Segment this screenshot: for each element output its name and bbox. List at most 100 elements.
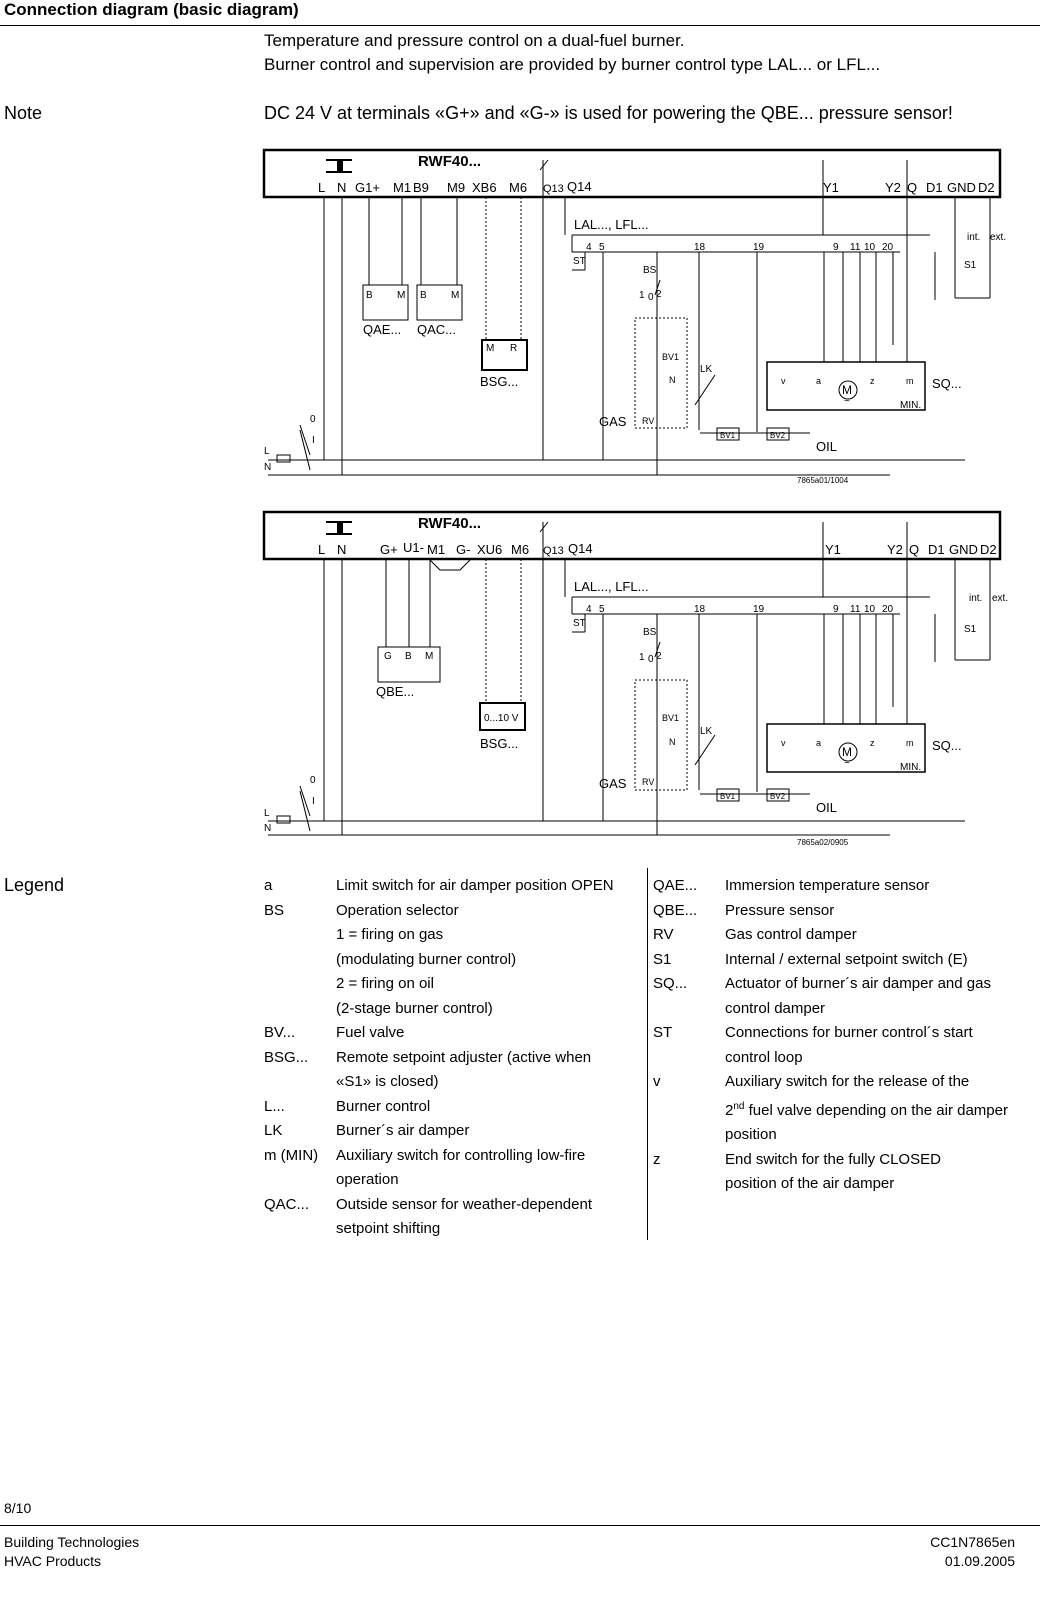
svg-text:L: L <box>264 808 270 819</box>
svg-text:N: N <box>669 737 676 747</box>
legend-description: setpoint shifting <box>336 1220 441 1237</box>
note-text: DC 24 V at terminals «G+» and «G-» is us… <box>264 103 953 123</box>
svg-text:4: 4 <box>586 242 592 253</box>
svg-text:N: N <box>264 823 271 834</box>
svg-text:0: 0 <box>310 414 316 425</box>
svg-text:19: 19 <box>753 242 765 253</box>
legend-entry: position <box>653 1123 1033 1148</box>
legend-entry: 2 = firing on oil <box>264 972 639 997</box>
svg-text:GAS: GAS <box>599 776 627 791</box>
legend-key: m (MIN) <box>264 1146 319 1164</box>
legend-entry: BS Operation selector <box>264 899 639 924</box>
svg-text:N: N <box>337 180 346 195</box>
svg-text:10: 10 <box>864 604 876 615</box>
svg-text:18: 18 <box>694 604 706 615</box>
svg-text:G: G <box>384 651 392 662</box>
svg-text:10: 10 <box>864 242 876 253</box>
legend-description: Fuel valve <box>336 1024 405 1041</box>
header-rule <box>0 25 1040 26</box>
svg-text:L: L <box>318 542 325 557</box>
svg-text:9: 9 <box>833 242 839 253</box>
legend-key <box>264 997 336 1022</box>
svg-text:5: 5 <box>599 242 605 253</box>
legend-key: QAE... <box>653 877 698 894</box>
legend-description: Auxiliary switch for controlling low-fir… <box>336 1146 586 1164</box>
legend-entry: control loop <box>653 1046 1033 1071</box>
svg-text:BV2: BV2 <box>770 792 786 801</box>
legend-description: Remote setpoint adjuster (active when <box>336 1048 592 1066</box>
svg-text:2: 2 <box>656 289 662 300</box>
legend-description: 2nd fuel valve depending on the air damp… <box>725 1100 1008 1119</box>
legend-key <box>264 972 336 997</box>
legend-entry: setpoint shifting <box>264 1217 639 1242</box>
svg-text:Q13: Q13 <box>543 545 564 557</box>
svg-text:RV: RV <box>642 777 654 787</box>
svg-text:N: N <box>669 375 676 385</box>
svg-text:XB6: XB6 <box>472 180 497 195</box>
svg-text:I: I <box>312 435 315 446</box>
svg-text:GND: GND <box>947 180 976 195</box>
svg-text:19: 19 <box>753 604 765 615</box>
svg-text:M9: M9 <box>447 180 465 195</box>
legend-entry: (modulating burner control) <box>264 948 639 973</box>
svg-text:I: I <box>312 796 315 807</box>
svg-text:GND: GND <box>949 542 978 557</box>
svg-text:M1: M1 <box>393 180 411 195</box>
svg-text:BV1: BV1 <box>662 713 679 723</box>
svg-text:BSG...: BSG... <box>480 374 518 389</box>
svg-text:7865a01/1004: 7865a01/1004 <box>797 476 849 485</box>
legend-description: Auxiliary switch for the release of the <box>725 1073 970 1090</box>
legend-entry: 2nd fuel valve depending on the air damp… <box>653 1095 1033 1124</box>
svg-text:ST: ST <box>573 256 586 267</box>
svg-text:m: m <box>906 738 914 748</box>
legend-key <box>264 1217 336 1242</box>
svg-text:XU6: XU6 <box>477 542 502 557</box>
svg-text:z: z <box>870 376 875 386</box>
legend-entry: 1 = firing on gas <box>264 923 639 948</box>
legend-key: QAC... <box>264 1195 310 1213</box>
svg-text:G1+: G1+ <box>355 180 380 195</box>
svg-text:D1: D1 <box>926 180 943 195</box>
legend-description: «S1» is closed) <box>336 1073 439 1090</box>
legend-key: L... <box>264 1097 285 1115</box>
legend-description: Outside sensor for weather-dependent <box>336 1195 592 1213</box>
footer-division: HVAC Products <box>4 1553 101 1569</box>
legend-description: 1 = firing on gas <box>336 926 444 943</box>
svg-text:L: L <box>264 446 270 457</box>
svg-text:BS: BS <box>643 265 657 276</box>
svg-text:18: 18 <box>694 242 706 253</box>
svg-text:SQ...: SQ... <box>932 738 962 753</box>
svg-text:MIN.: MIN. <box>900 400 921 411</box>
svg-text:BS: BS <box>643 627 657 638</box>
legend-description: Gas control damper <box>725 926 857 943</box>
svg-text:D2: D2 <box>978 180 995 195</box>
svg-text:ext.: ext. <box>990 232 1006 243</box>
legend-key <box>653 1046 725 1071</box>
legend-entry: operation <box>264 1168 639 1193</box>
legend-key <box>264 1168 336 1193</box>
svg-text:OIL: OIL <box>816 800 837 815</box>
svg-text:L: L <box>318 180 325 195</box>
svg-text:BSG...: BSG... <box>480 736 518 751</box>
svg-text:~: ~ <box>844 396 850 407</box>
svg-text:MIN.: MIN. <box>900 762 921 773</box>
svg-text:LAL..., LFL...: LAL..., LFL... <box>574 217 648 232</box>
section-title: Connection diagram (basic diagram) <box>4 0 299 19</box>
footer-date: 01.09.2005 <box>944 1553 1015 1569</box>
legend-key: BS <box>264 901 285 919</box>
legend-description: Pressure sensor <box>725 901 835 919</box>
legend-description: Operation selector <box>336 901 459 919</box>
legend-entry: position of the air damper <box>653 1172 1033 1197</box>
legend-entry: m (MIN) Auxiliary switch for controlling … <box>264 1144 639 1169</box>
legend-key <box>264 923 336 948</box>
svg-text:OIL: OIL <box>816 439 837 454</box>
legend-entry: QBE...Pressure sensor <box>653 899 1033 924</box>
legend-key <box>264 948 336 973</box>
legend-key: S1 <box>653 950 672 968</box>
legend-entry: QAC... Outside sensor for weather-depende… <box>264 1193 639 1218</box>
svg-text:z: z <box>870 738 875 748</box>
svg-text:M: M <box>397 290 405 301</box>
